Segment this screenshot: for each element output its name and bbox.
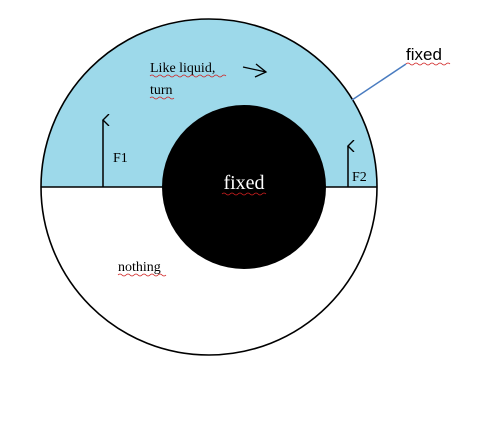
lower-label: nothing (118, 260, 161, 275)
outer-label: fixed (406, 45, 442, 64)
spellcheck-squiggle-nothing (117, 273, 167, 277)
spellcheck-squiggle-center (221, 192, 267, 196)
force-label-f1: F1 (113, 151, 128, 166)
force-label-f2: F2 (352, 170, 367, 185)
liquid-label-line1: Like liquid, (150, 61, 215, 76)
center-label: fixed (223, 172, 264, 194)
spellcheck-squiggle-turn (149, 96, 175, 100)
rotation-arrow (242, 63, 268, 78)
inner-core (162, 105, 326, 269)
spellcheck-squiggle-liquid (149, 74, 227, 78)
spellcheck-squiggle-outer (405, 62, 451, 66)
leader-line (351, 63, 407, 101)
liquid-label-line2: turn (150, 83, 173, 98)
